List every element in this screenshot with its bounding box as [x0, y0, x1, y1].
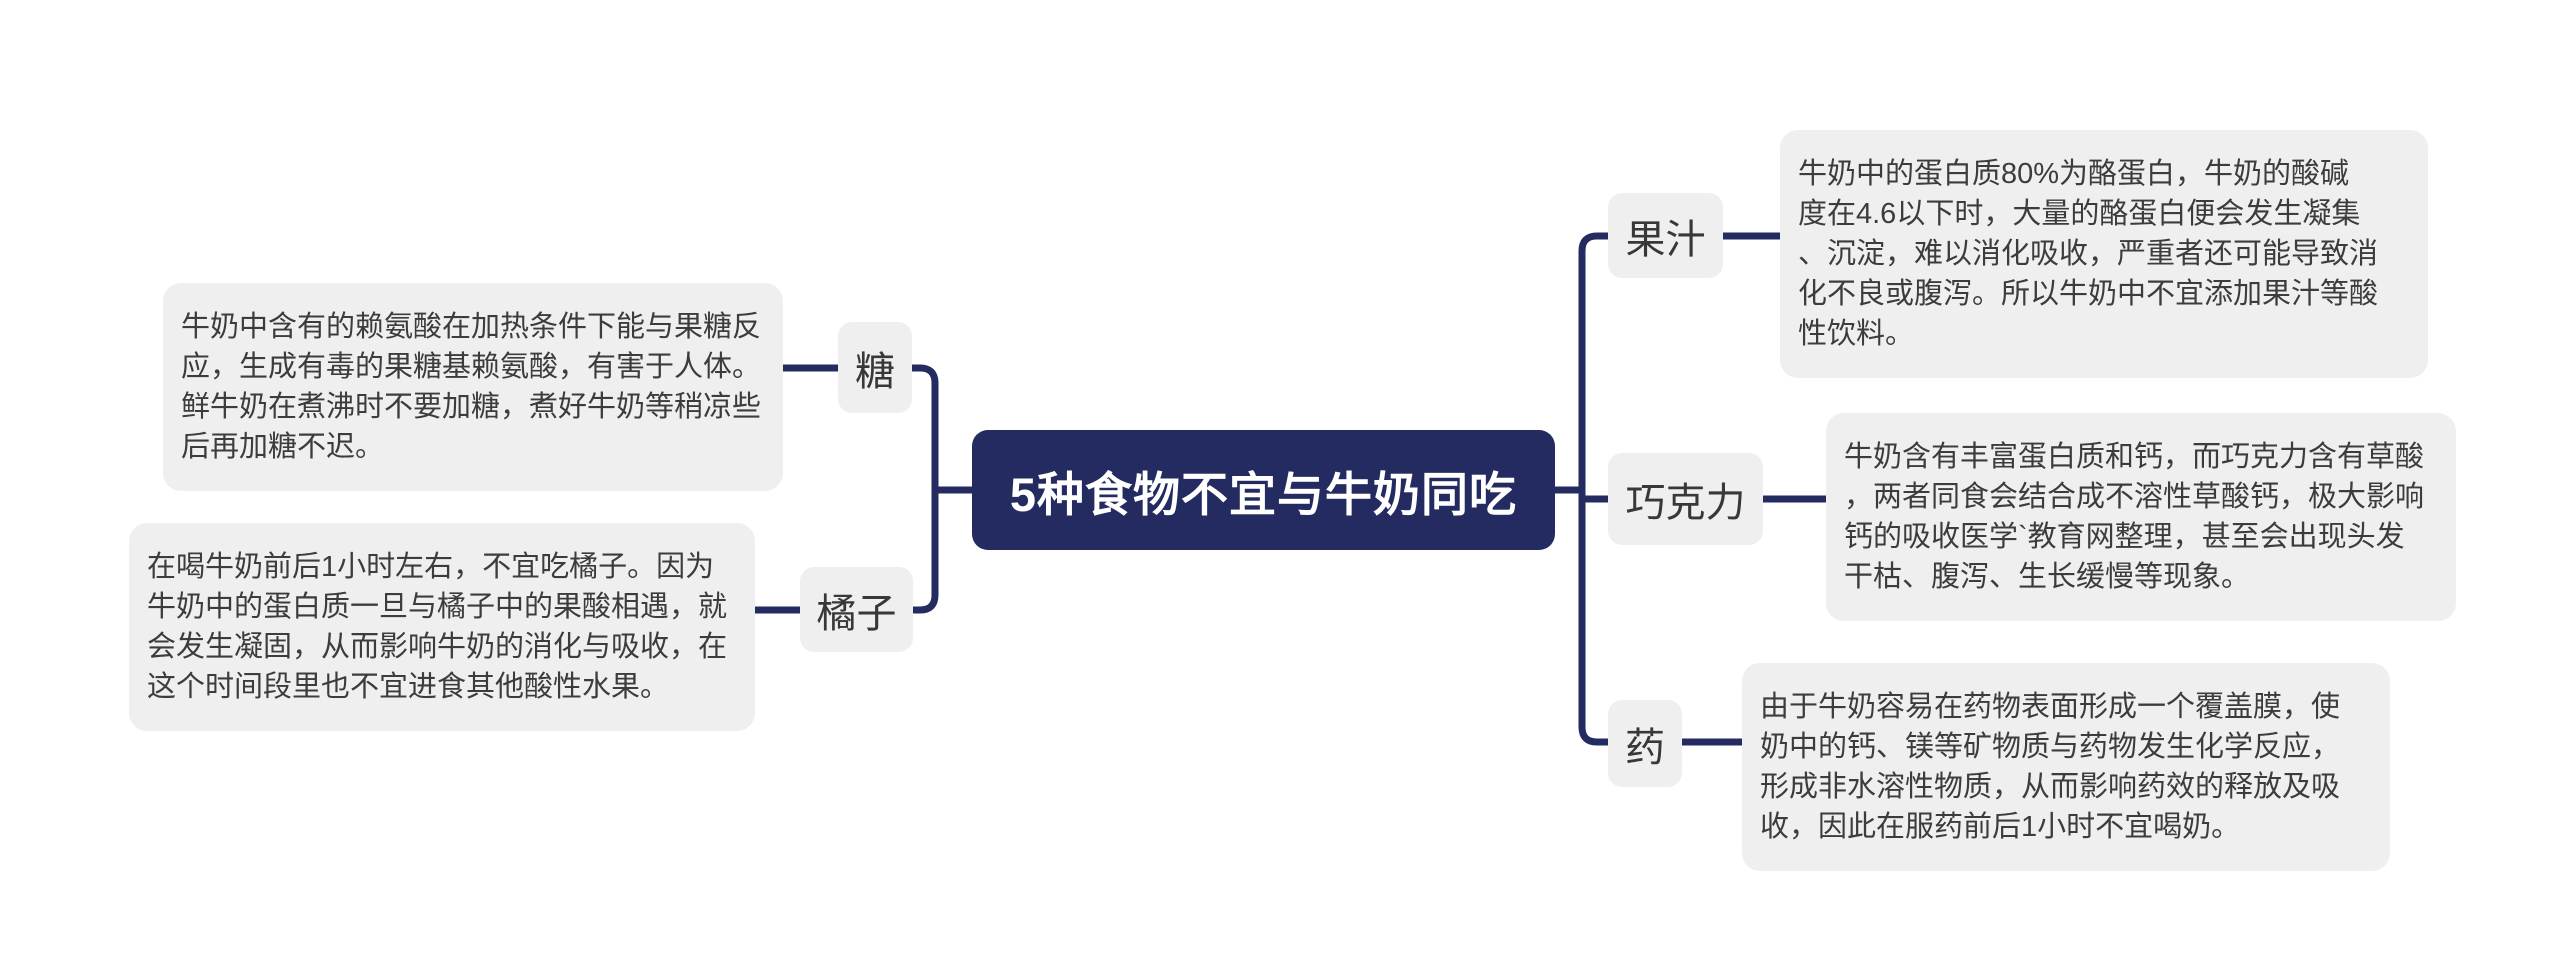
root-node-title[interactable]: 5种食物不宜与牛奶同吃 [972, 430, 1555, 550]
description-card-sugar[interactable]: 牛奶中含有的赖氨酸在加热条件下能与果糖反 应，生成有毒的果糖基赖氨酸，有害于人体… [163, 283, 783, 491]
branch-node-medicine[interactable]: 药 [1608, 700, 1682, 787]
description-card-medicine[interactable]: 由于牛奶容易在药物表面形成一个覆盖膜，使 奶中的钙、镁等矿物质与药物发生化学反应… [1742, 663, 2390, 871]
branch-node-sugar[interactable]: 糖 [838, 322, 912, 413]
branch-node-orange[interactable]: 橘子 [800, 567, 913, 652]
branch-node-chocolate[interactable]: 巧克力 [1608, 453, 1763, 545]
description-card-orange[interactable]: 在喝牛奶前后1小时左右，不宜吃橘子。因为 牛奶中的蛋白质一旦与橘子中的果酸相遇，… [129, 523, 755, 731]
connector-right-bracket [1578, 232, 1608, 746]
description-card-juice[interactable]: 牛奶中的蛋白质80%为酪蛋白，牛奶的酸碱 度在4.6以下时，大量的酪蛋白便会发生… [1780, 130, 2428, 378]
branch-node-juice[interactable]: 果汁 [1608, 193, 1723, 278]
connector-left-bracket [912, 364, 939, 614]
description-card-chocolate[interactable]: 牛奶含有丰富蛋白质和钙，而巧克力含有草酸 ，两者同食会结合成不溶性草酸钙，极大影… [1826, 413, 2456, 621]
